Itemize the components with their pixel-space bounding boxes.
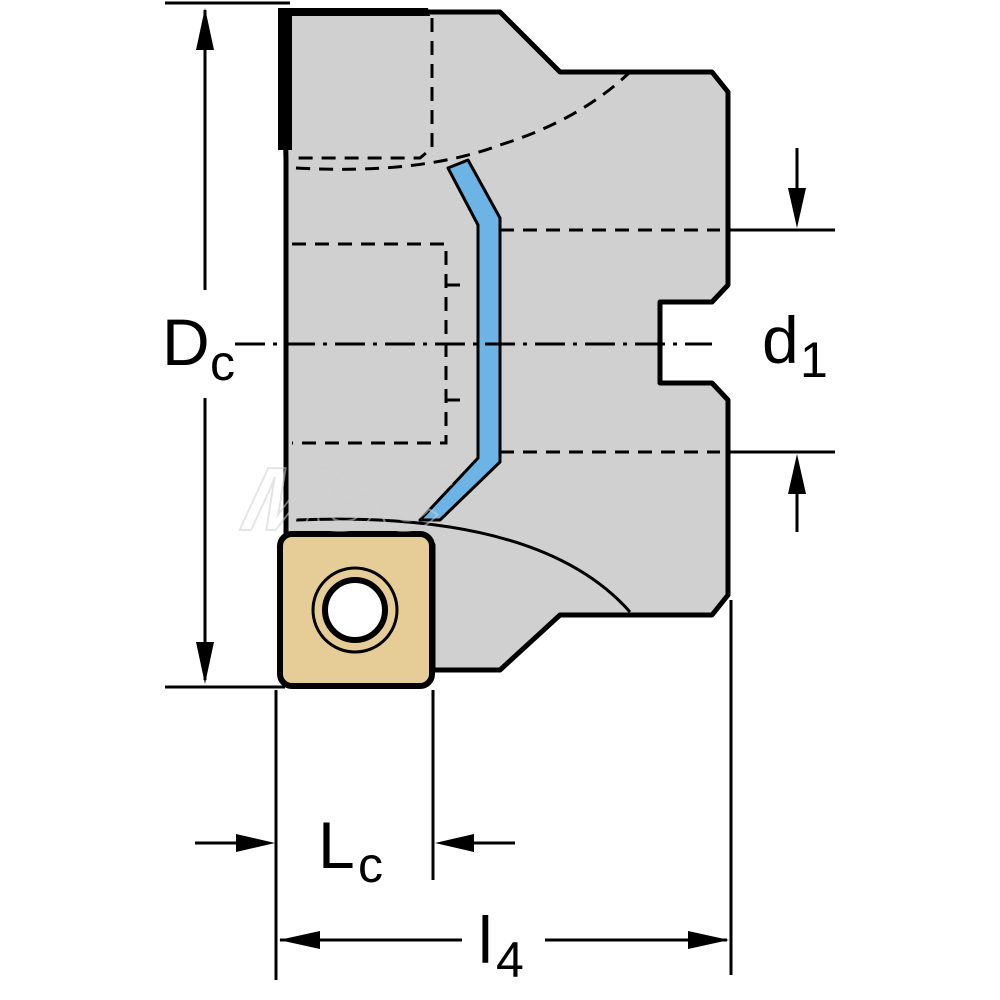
d1-arrow-bottom — [788, 454, 806, 494]
dc-arrow-up — [196, 8, 214, 50]
d1-label-subscript: 1 — [800, 332, 828, 388]
dc-label: D — [162, 305, 210, 379]
l4-arrow-right — [688, 931, 729, 949]
lc-arrow-left — [236, 834, 275, 852]
d1-label: d — [762, 303, 799, 377]
dc-label-subscript: c — [210, 335, 235, 391]
lc-label-subscript: c — [358, 837, 383, 893]
insert-screw-hole — [322, 577, 388, 643]
d1-arrow-top — [788, 188, 806, 228]
top-pocket-hidden-line — [296, 18, 434, 160]
bottom-curve-line — [295, 517, 632, 613]
lc-label: L — [318, 808, 355, 882]
insert-screw-outer — [311, 566, 399, 654]
top-curve-hidden-line — [295, 70, 632, 171]
coolant-channel — [418, 158, 502, 522]
l4-arrow-left — [279, 931, 320, 949]
lc-arrow-right — [435, 834, 474, 852]
l4-label: l — [478, 903, 493, 977]
watermark: MSC — [233, 449, 462, 549]
l4-label-subscript: 4 — [496, 932, 524, 988]
dc-arrow-down — [196, 642, 214, 684]
